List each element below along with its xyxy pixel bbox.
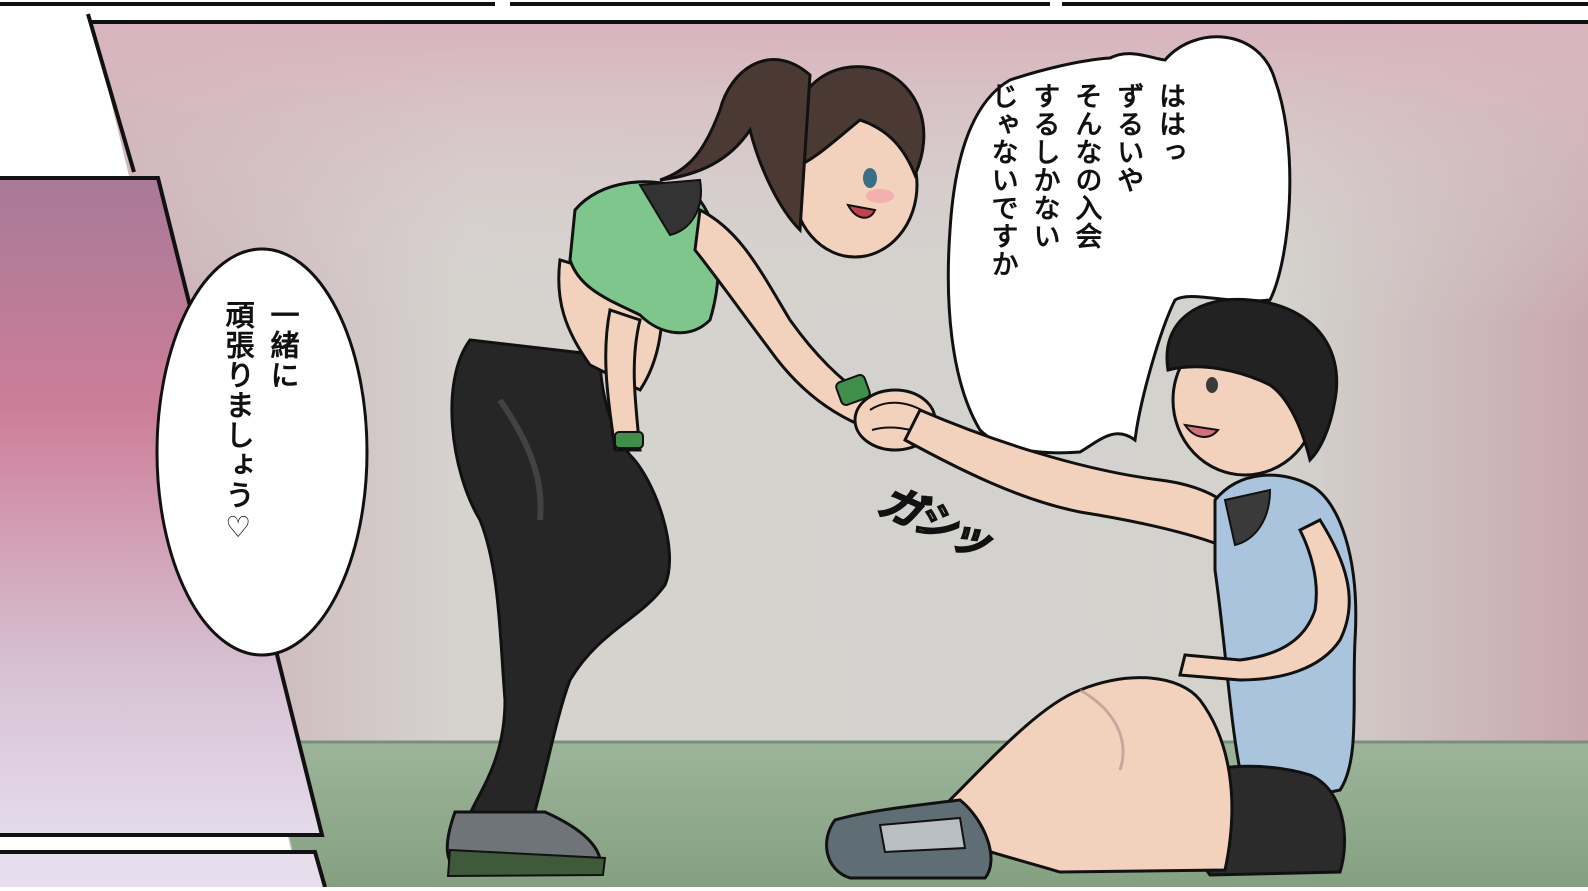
speech-line: 頑張りましょう♡ — [221, 300, 256, 545]
speech-line: 一緒に — [266, 300, 300, 390]
woman-figure — [445, 58, 926, 878]
speech-line: ははっ — [1154, 82, 1185, 166]
speech-line: するしかない — [1028, 82, 1060, 250]
speech-bubble-right — [946, 35, 1292, 455]
speech-bubble-right-text: ははっ ずるいや そんなの入会 するしかない じゃないですか — [985, 82, 1190, 412]
top-panel-edges — [0, 0, 1588, 14]
speech-line: じゃないですか — [986, 82, 1018, 278]
speech-line: そんなの入会 — [1070, 82, 1102, 250]
speech-bubble-left-text: 一緒に 頑張りましょう♡ — [205, 300, 305, 600]
speech-line: ずるいや — [1112, 82, 1144, 194]
man-figure — [825, 297, 1358, 880]
speech-bubble-left — [155, 247, 369, 657]
